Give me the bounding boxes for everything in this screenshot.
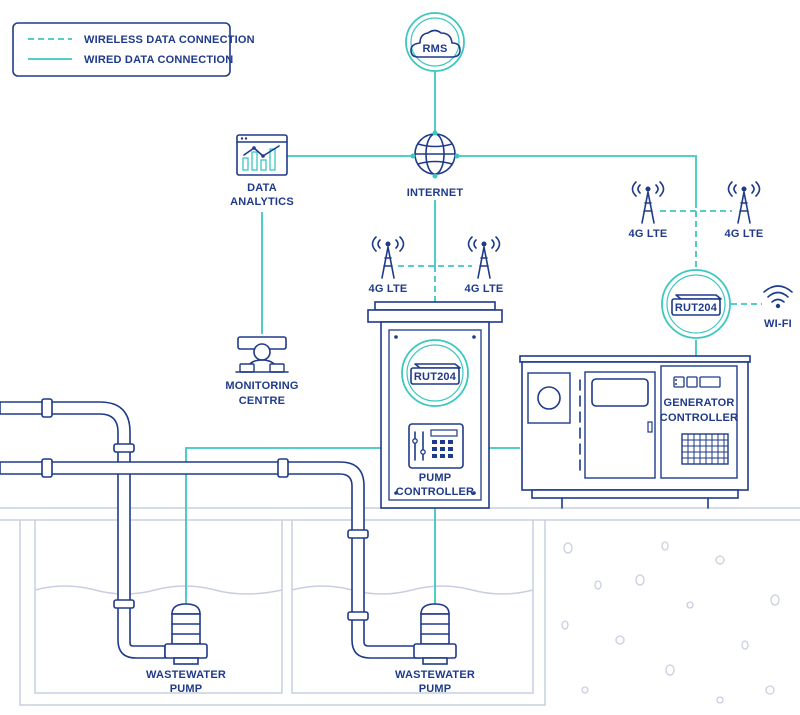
wifi-label: WI-FI xyxy=(764,318,792,330)
router-right-node: RUT204 xyxy=(661,269,731,339)
wastewater-pump-right: WASTEWATER PUMP xyxy=(395,603,475,695)
wifi-node: WI-FI xyxy=(763,285,793,330)
router-right-label: RUT204 xyxy=(675,302,718,314)
lte-left-b-label: 4G LTE xyxy=(465,283,504,295)
cell-tower-icon xyxy=(631,181,665,224)
legend: WIRELESS DATA CONNECTION WIRED DATA CONN… xyxy=(12,22,255,77)
data-analytics-label-line2: ANALYTICS xyxy=(230,196,294,208)
rms-label: RMS xyxy=(422,43,447,55)
pump-left-label-line1: WASTEWATER xyxy=(146,669,226,681)
cell-tower-icon xyxy=(727,181,761,224)
pipes xyxy=(0,398,421,659)
lte-tower-left-a: 4G LTE xyxy=(369,236,408,295)
ground xyxy=(0,507,800,706)
generator-controller-panel-icon xyxy=(673,376,721,388)
wifi-icon xyxy=(763,285,793,309)
monitoring-label-line2: CENTRE xyxy=(239,395,285,407)
lte-tower-left-b: 4G LTE xyxy=(465,236,504,295)
analytics-chart-icon xyxy=(236,134,288,176)
generator-node: GENERATOR CONTROLLER xyxy=(519,355,751,509)
pump-icon xyxy=(164,603,208,665)
generator-grille-icon xyxy=(681,433,729,465)
monitoring-centre-node: MONITORING CENTRE xyxy=(225,336,298,407)
lte-left-a-label: 4G LTE xyxy=(369,283,408,295)
router-icon xyxy=(410,363,461,385)
pump-right-label-line2: PUMP xyxy=(419,683,452,695)
router-left-node: RUT204 xyxy=(401,339,469,407)
router-icon xyxy=(671,294,722,316)
cell-tower-icon xyxy=(467,236,501,279)
lte-tower-right-b: 4G LTE xyxy=(725,181,764,240)
pump-icon xyxy=(413,603,457,665)
pump-controller-node: PUMP CONTROLLER xyxy=(396,423,474,498)
cell-tower-icon xyxy=(371,236,405,279)
internet-node: INTERNET xyxy=(407,130,464,199)
rms-node: RMS xyxy=(405,12,465,72)
generator-controller-label-line2: CONTROLLER xyxy=(660,412,738,424)
data-analytics-label-line1: DATA xyxy=(247,182,277,194)
legend-wireless-label: WIRELESS DATA CONNECTION xyxy=(84,34,255,46)
lte-right-b-label: 4G LTE xyxy=(725,228,764,240)
pump-controller-label-line1: PUMP xyxy=(419,472,452,484)
legend-wired-label: WIRED DATA CONNECTION xyxy=(84,54,233,66)
globe-icon xyxy=(410,130,460,179)
cloud-icon xyxy=(410,29,461,58)
wastewater-pump-left: WASTEWATER PUMP xyxy=(146,603,226,695)
router-left-label: RUT204 xyxy=(414,371,457,383)
generator-controller-label-line1: GENERATOR xyxy=(663,397,734,409)
monitoring-label-line1: MONITORING xyxy=(225,380,298,392)
operator-icon xyxy=(235,336,289,373)
pump-controller-label-line2: CONTROLLER xyxy=(396,486,474,498)
controller-keypad-icon xyxy=(408,423,464,469)
lte-right-a-label: 4G LTE xyxy=(629,228,668,240)
internet-label: INTERNET xyxy=(407,187,464,199)
pump-left-label-line2: PUMP xyxy=(170,683,203,695)
pump-right-label-line1: WASTEWATER xyxy=(395,669,475,681)
data-analytics-node: DATA ANALYTICS xyxy=(230,134,294,208)
lte-tower-right-a: 4G LTE xyxy=(629,181,668,240)
